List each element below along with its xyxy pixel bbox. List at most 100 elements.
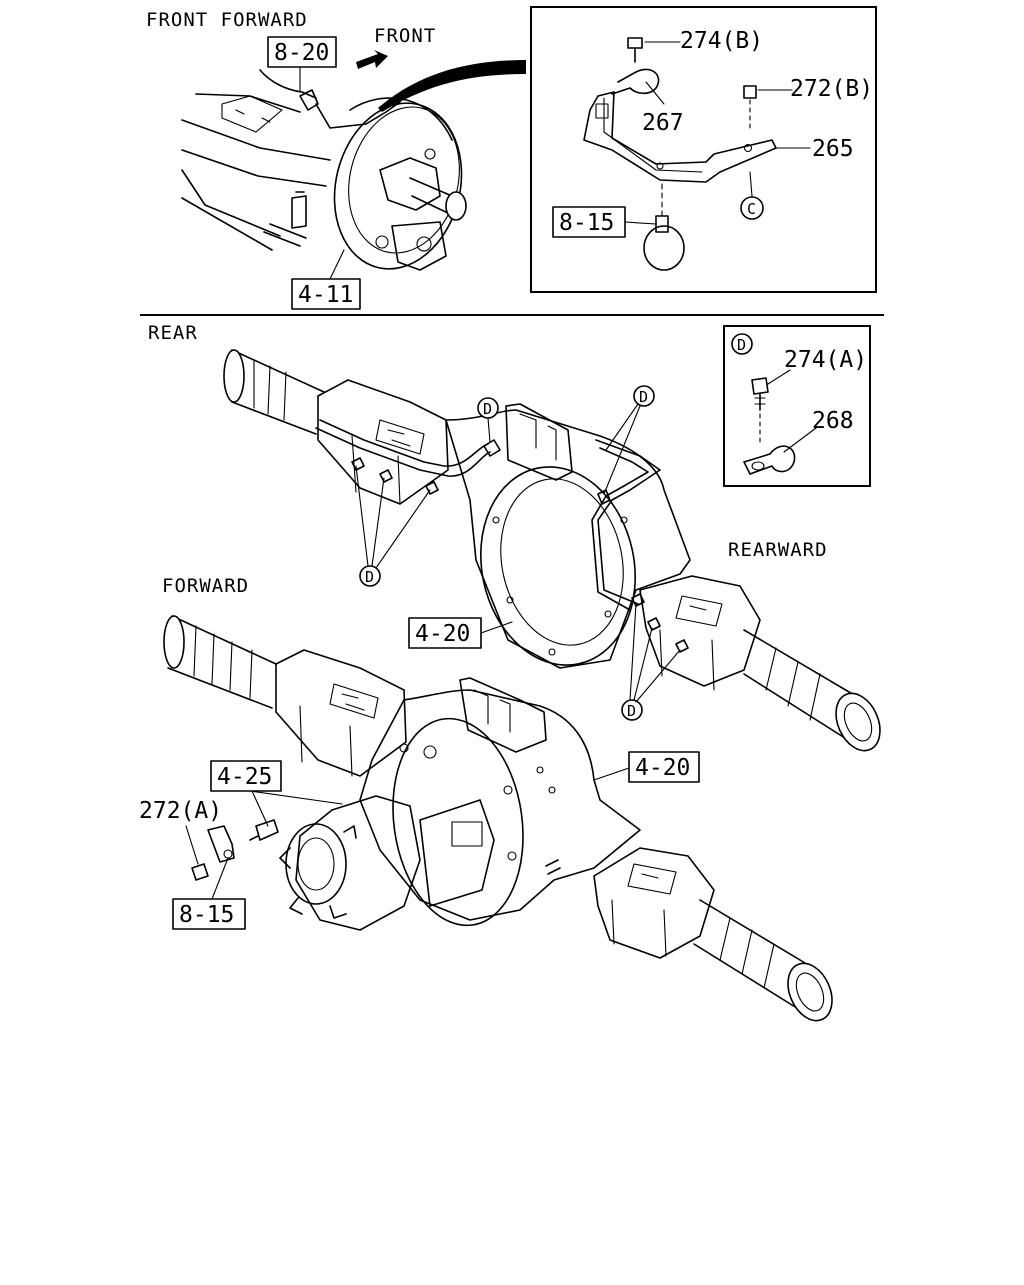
axle-tube-left-lower (167, 615, 277, 709)
leader-8-15-rear (211, 857, 229, 900)
bracket-265-hole-2 (656, 162, 664, 170)
spring-seat (221, 95, 283, 133)
axle-steps-right-lower (719, 917, 775, 989)
axle-steps-left-upper (253, 359, 287, 421)
input-flange-bore (297, 837, 335, 891)
rearward-label: REARWARD (728, 539, 828, 561)
pinion-cage (419, 799, 495, 907)
u-bolt-right-lower (611, 899, 667, 957)
ref-8-15-top[interactable]: 8-15 (559, 210, 614, 236)
circle-c-label: C (747, 200, 756, 218)
d-leader-2 (603, 403, 641, 495)
leader-8-15-top (624, 221, 657, 225)
leader-274a (767, 369, 791, 385)
ref-box-8-15-rear (172, 898, 246, 930)
ref-4-20-lower[interactable]: 4-20 (635, 755, 690, 781)
spring-seat-left-lower (275, 649, 407, 777)
bracket-265-slot (595, 103, 609, 119)
axle-steps-right-upper (765, 647, 821, 721)
d-label-1: D (483, 400, 492, 418)
caliper-bolt (424, 148, 436, 160)
bracket-265-edge (603, 97, 703, 173)
input-flange-ears (279, 825, 357, 919)
clip-268-hole (751, 461, 765, 471)
spring-seat-right-upper (639, 575, 761, 687)
ref-4-25[interactable]: 4-25 (217, 764, 272, 790)
spring-seat-left-upper (317, 379, 449, 505)
housing-flange-upper (480, 466, 636, 666)
front-axle-view: FRONT FORWARD FRONT 8-20 4-11 (146, 9, 526, 310)
spring-pad-right-upper (675, 595, 723, 627)
interaxle-differential (295, 795, 421, 931)
leader-4-20-lower (593, 767, 630, 781)
clip-268 (743, 445, 796, 475)
ref-8-15-rear[interactable]: 8-15 (179, 902, 234, 928)
ref-8-20[interactable]: 8-20 (274, 40, 329, 66)
rear-axles-view: REAR REARWARD FORWARD (139, 322, 881, 1022)
tie-rod-end (291, 191, 307, 229)
spring-pad-right-lower (627, 863, 677, 895)
front-rear-axle (163, 615, 833, 1022)
tie-rod (263, 223, 307, 247)
part-272b[interactable]: 272(B) (790, 76, 873, 102)
strap-buckle (655, 215, 669, 233)
d-circle-3 (359, 565, 381, 587)
housing-boss-2 (548, 786, 556, 794)
spring-seat-bolts (235, 109, 271, 123)
breather-fitting (249, 819, 279, 841)
bolt-274a-head (751, 377, 769, 395)
axle-tube-right-lower (693, 899, 821, 1011)
nut-272b (743, 85, 757, 99)
housing-bracket-ribs-upper (519, 413, 557, 461)
part-274a[interactable]: 274(A) (784, 347, 867, 373)
brake-tee-upper (483, 439, 501, 457)
brake-line-right-upper-2 (591, 447, 649, 611)
front-forward-title: FRONT FORWARD (146, 9, 308, 31)
part-268[interactable]: 268 (812, 408, 854, 434)
front-direction-label: FRONT (374, 25, 436, 47)
steering-knuckle (379, 157, 441, 211)
spindle (409, 177, 453, 215)
differential-housing-lower (359, 689, 641, 921)
housing-bracket-lower (459, 677, 547, 753)
carrier-bolt-2 (503, 785, 513, 795)
housing-boss-1 (536, 766, 544, 774)
clip-detail: D 274(A) 268 (723, 325, 871, 487)
carrier-bolt-1 (423, 745, 437, 759)
pinion-cage-cover (451, 821, 483, 847)
axle-tube-right-upper (743, 629, 867, 741)
d-leader-1 (487, 417, 491, 443)
d-circle-4 (621, 699, 643, 721)
carrier-flange (392, 717, 524, 927)
ref-box-4-20-upper (408, 617, 482, 649)
part-274b[interactable]: 274(B) (680, 28, 763, 54)
knuckle-boss (416, 236, 432, 252)
d-leader-3 (355, 465, 431, 569)
brake-clips-left-upper (351, 457, 439, 495)
brake-line-right-upper (595, 439, 661, 605)
brake-clips-right-upper (631, 593, 689, 653)
bracket-265 (583, 91, 777, 183)
front-arrow-icon (356, 50, 388, 69)
part-267[interactable]: 267 (642, 110, 684, 136)
clip-267 (611, 68, 660, 95)
d-label-3: D (365, 568, 374, 586)
carrier-bolt-3 (507, 851, 517, 861)
clip-bracket-rear (207, 825, 235, 863)
knuckle-bolt (375, 235, 389, 249)
ref-4-11[interactable]: 4-11 (298, 282, 353, 308)
ref-box-8-15-top (552, 206, 626, 238)
rear-rear-axle (223, 349, 881, 752)
part-272a[interactable]: 272(A) (139, 798, 222, 824)
part-265[interactable]: 265 (812, 136, 854, 162)
ref-4-20-upper[interactable]: 4-20 (415, 621, 470, 647)
forward-label: FORWARD (162, 575, 249, 597)
bolt-274a-thread (754, 397, 766, 405)
flange-bolt-2 (506, 596, 514, 604)
axle-end-bore-right-lower (795, 972, 825, 1012)
backing-plate-rim (349, 97, 453, 141)
d-callouts: D D D D (355, 385, 681, 721)
detail-callout-sweep (378, 60, 526, 112)
